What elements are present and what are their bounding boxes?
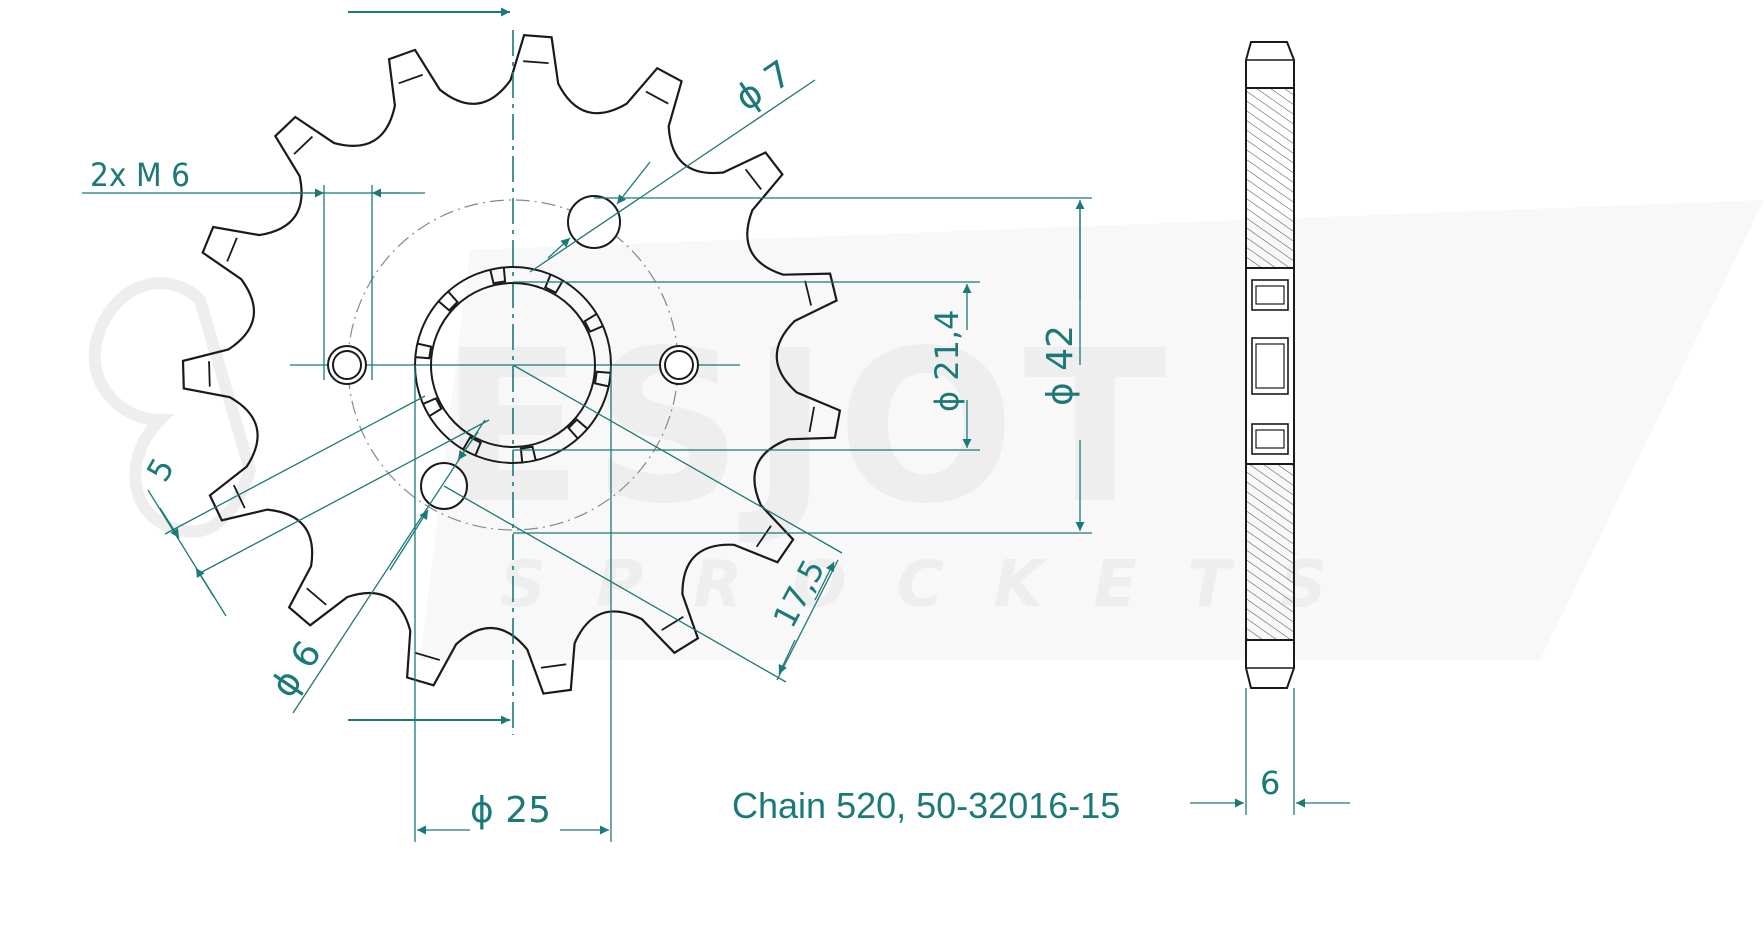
spline-key <box>489 267 507 285</box>
spline-key <box>462 435 483 456</box>
outer-hole-diameter-label: ϕ 7 <box>728 53 799 119</box>
thickness-label: 6 <box>1260 764 1280 802</box>
tooth-chamfer-line <box>661 616 684 631</box>
sprocket-side-view <box>1245 41 1295 689</box>
tooth-chamfer-line <box>523 60 549 64</box>
tooth-chamfer-line <box>232 484 246 509</box>
tooth-chamfer-line <box>226 237 238 262</box>
spline-key <box>543 274 564 295</box>
tooth-chamfer-line <box>804 280 813 306</box>
tooth-chamfer-line <box>208 361 211 387</box>
watermark-subtitle: SPROCKETS <box>500 548 1377 622</box>
tooth-chamfer-line <box>415 652 441 661</box>
tooth-chamfer-line <box>755 525 772 548</box>
spline-key <box>519 445 537 463</box>
spline-key <box>415 342 433 360</box>
bolt-thread-label: 2x M 6 <box>90 156 190 194</box>
tooth-chamfer-line <box>306 587 327 606</box>
bolt-holes <box>327 195 699 510</box>
spline-key <box>437 290 459 312</box>
tooth-chamfer-line <box>293 135 314 155</box>
tooth-chamfers <box>208 60 815 669</box>
tooth-chamfer-line <box>808 406 815 433</box>
spline-key <box>567 418 589 440</box>
tooth-chamfer-line <box>744 168 762 190</box>
dimension-lines <box>82 7 1350 842</box>
part-caption: Chain 520, 50-32016-15 <box>732 785 1120 826</box>
spline-key <box>593 370 611 388</box>
spline-diameter-label: ϕ 21,4 <box>928 309 966 412</box>
watermark-logo: ESJOT SPROCKETS <box>88 200 1764 660</box>
spline-key <box>583 313 604 333</box>
key-width-label: 5 <box>139 451 182 488</box>
tooth-chamfer-line <box>540 663 567 669</box>
spline-key <box>422 397 443 417</box>
hole-top <box>567 195 621 249</box>
tooth-chamfer-line <box>645 90 669 105</box>
watermark-brand: ESJOT <box>440 305 1175 550</box>
tooth-chamfer-line <box>398 73 424 85</box>
inner-hole-diameter-label: ϕ 6 <box>263 634 329 705</box>
pitch-diameter-label: ϕ 42 <box>1040 325 1081 406</box>
bore-diameter-label: ϕ 25 <box>470 790 551 831</box>
sprocket-outline <box>181 34 842 695</box>
